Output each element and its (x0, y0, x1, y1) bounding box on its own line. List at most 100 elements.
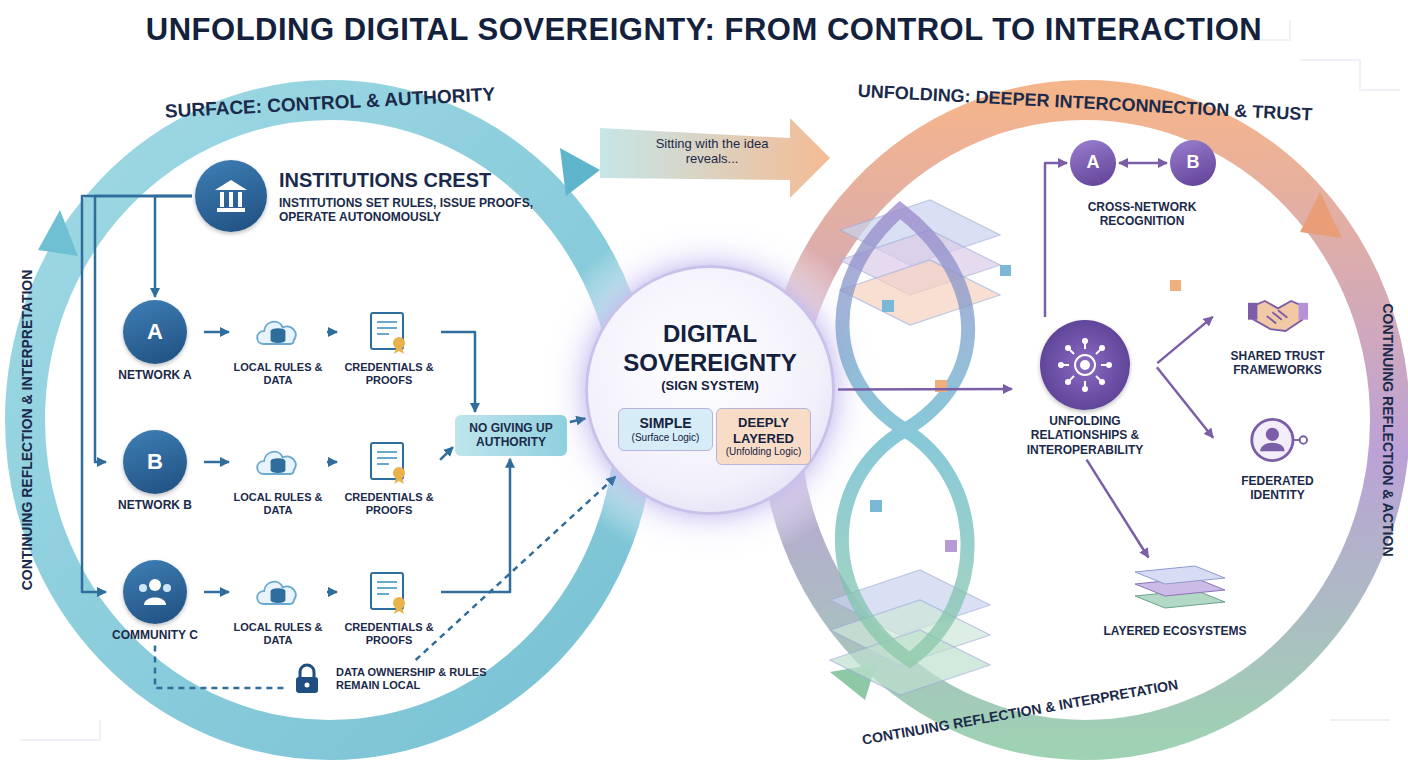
node-icon: B (123, 430, 187, 494)
node-heading: A (1087, 152, 1100, 174)
recognition-node: B (1170, 140, 1216, 186)
band-label: Sitting with the idea reveals... (637, 137, 787, 167)
bank-icon (209, 174, 253, 218)
node-heading: CREDENTIALS & PROOFS (340, 621, 438, 647)
lock-icon (292, 662, 322, 696)
cloud-database-icon (253, 441, 303, 483)
connector-arrow (204, 461, 229, 464)
community-node: COMMUNITY C (109, 560, 201, 642)
simple-pane: SIMPLE(Surface Logic) (618, 408, 713, 451)
node-icon (123, 560, 187, 624)
certificate-icon (366, 569, 412, 615)
node-heading: DATA OWNERSHIP & RULES REMAIN LOCAL (336, 666, 500, 692)
loop-arrowhead (1300, 192, 1342, 238)
connector-arrow (204, 331, 229, 334)
certificate-icon (366, 309, 412, 355)
node-heading: DEEPLY LAYERED (721, 415, 806, 446)
cloud-database-icon (253, 571, 303, 613)
node-icon (364, 307, 414, 357)
node-icon (1248, 285, 1308, 345)
trust-framework-node: SHARED TRUST FRAMEWORKS (1215, 285, 1340, 378)
infinity-ribbon (842, 210, 968, 660)
node-heading: FEDERATED IDENTITY (1215, 474, 1340, 503)
connector-arrow (440, 447, 453, 460)
circuit-texture (20, 20, 1400, 740)
loop-arrowhead (38, 210, 78, 256)
node-heading: INSTITUTIONS CREST (279, 168, 580, 192)
connector-arrow (838, 388, 1012, 391)
connector-arrow (204, 591, 229, 594)
node-heading: DIGITAL SOVEREIGNTY (588, 320, 832, 378)
node-text: (Unfolding Logic) (726, 446, 802, 458)
node-icon (1115, 560, 1235, 620)
interoperability-hub: UNFOLDING RELATIONSHIPS & INTEROPERABILI… (1015, 320, 1155, 457)
people-icon (135, 575, 175, 609)
local-rules-node: LOCAL RULES & DATA (232, 307, 324, 387)
node-heading: SIMPLE (639, 415, 691, 432)
local-rules-node: LOCAL RULES & DATA (232, 437, 324, 517)
node-icon (364, 567, 414, 617)
node-heading: LOCAL RULES & DATA (232, 621, 324, 647)
hub-gear-icon (1055, 335, 1115, 395)
sovereignty-circle: DIGITAL SOVEREIGNTY(SIGN SYSTEM) SIMPLE(S… (585, 265, 835, 515)
authority-band: NO GIVING UP AUTHORITY (455, 415, 567, 456)
ecosystem-node: LAYERED ECOSYSTEMS (1100, 560, 1250, 638)
node-text: INSTITUTIONS SET RULES, ISSUE PROOFS, OP… (279, 196, 580, 225)
connector-arrow (82, 196, 192, 592)
recognition-node: A (1070, 140, 1116, 186)
diagram-title: UNFOLDING DIGITAL SOVEREIGNTY: FROM CONT… (0, 12, 1408, 48)
node-heading: A (147, 319, 163, 345)
node-heading: UNFOLDING RELATIONSHIPS & INTEROPERABILI… (1015, 414, 1155, 457)
institution-node: INSTITUTIONS CREST INSTITUTIONS SET RULES… (195, 160, 580, 232)
data-cubes (870, 265, 1181, 552)
connector-arrow (155, 196, 192, 297)
node-icon (364, 437, 414, 487)
band-label: CONTINUING REFLECTION & ACTION (1380, 303, 1396, 556)
credentials-node: CREDENTIALS & PROOFS (340, 307, 438, 387)
node-icon (1040, 320, 1130, 410)
band-label: CONTINUING REFLECTION & INTERPRETATION (19, 270, 35, 591)
connector-arrow (441, 459, 510, 592)
node-icon (195, 160, 267, 232)
center-glow (535, 215, 885, 565)
connector-arrow (441, 332, 475, 412)
node-heading: LOCAL RULES & DATA (232, 491, 324, 517)
local-rules-node: LOCAL RULES & DATA (232, 567, 324, 647)
layered-pane: DEEPLY LAYERED(Unfolding Logic) (716, 408, 811, 465)
node-icon: A (123, 300, 187, 364)
certificate-icon (366, 439, 412, 485)
node-heading: CREDENTIALS & PROOFS (340, 491, 438, 517)
text-column: DATA OWNERSHIP & RULES REMAIN LOCAL (336, 666, 500, 692)
connector-arrow (327, 591, 337, 594)
text-column: INSTITUTIONS CREST INSTITUTIONS SET RULES… (279, 168, 580, 225)
connector-arrow (1087, 460, 1149, 558)
connector-arrow (327, 331, 337, 334)
credentials-node: CREDENTIALS & PROOFS (340, 567, 438, 647)
layer-stack-icon (1115, 560, 1235, 620)
node-text: (Surface Logic) (632, 432, 700, 444)
identity-icon (1248, 414, 1308, 466)
band-label: CROSS-NETWORK RECOGNITION (1072, 201, 1212, 229)
node-text: NETWORK B (118, 498, 192, 512)
node-heading: COMMUNITY C (112, 628, 198, 642)
layered-planes (830, 200, 1000, 695)
node-heading: LAYERED ECOSYSTEMS (1104, 624, 1247, 638)
node-heading: CREDENTIALS & PROOFS (340, 361, 438, 387)
connector-arrow (1045, 163, 1067, 317)
federated-identity-node: FEDERATED IDENTITY (1215, 410, 1340, 503)
loop-arrowhead (560, 148, 600, 196)
surface-loop-band (25, 100, 635, 740)
node-heading: B (1187, 152, 1200, 174)
connector-arrow (327, 461, 337, 464)
reveal-arrow-band (600, 118, 830, 198)
connector-arrow (1157, 367, 1213, 437)
network-node: B NETWORK B (109, 430, 201, 512)
node-heading: LOCAL RULES & DATA (232, 361, 324, 387)
handshake-icon (1248, 292, 1308, 338)
credentials-node: CREDENTIALS & PROOFS (340, 437, 438, 517)
connector-arrow (155, 645, 287, 688)
cloud-database-icon (253, 311, 303, 353)
connector-arrow (1119, 162, 1167, 165)
connector-arrow (95, 196, 192, 462)
node-text: (SIGN SYSTEM) (661, 378, 759, 394)
